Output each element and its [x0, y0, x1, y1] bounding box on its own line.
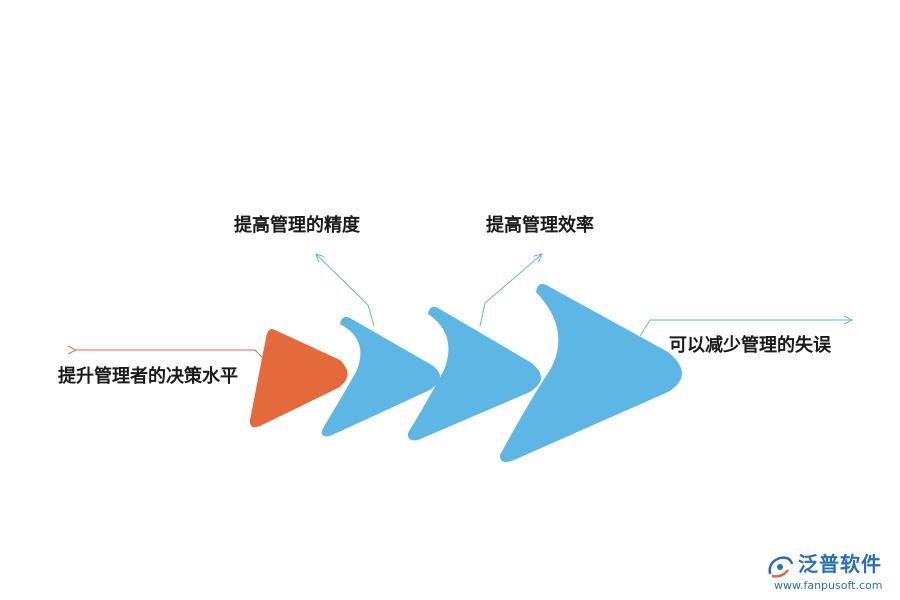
chevron-shape-2: [407, 306, 541, 441]
leader-line-top2: [479, 254, 542, 327]
chevron-shape-1: [321, 316, 440, 437]
label-decision-level: 提升管理者的决策水平: [58, 366, 238, 387]
watermark-url: www.fanpusoft.com: [774, 579, 883, 592]
label-management-precision: 提高管理的精度: [234, 215, 360, 236]
orange-triangle-shape: [249, 329, 348, 428]
leader-line-top1: [316, 254, 375, 327]
label-management-efficiency: 提高管理效率: [486, 215, 594, 236]
fanpu-logo-icon: [768, 556, 794, 578]
leader-line-left: [76, 350, 268, 363]
chevron-shape-3: [500, 284, 682, 463]
label-reduce-errors: 可以减少管理的失误: [669, 335, 831, 356]
watermark: 泛普软件 www.fanpusoft.com: [766, 552, 896, 596]
leader-line-right: [639, 320, 852, 337]
watermark-name: 泛普软件: [798, 552, 882, 576]
